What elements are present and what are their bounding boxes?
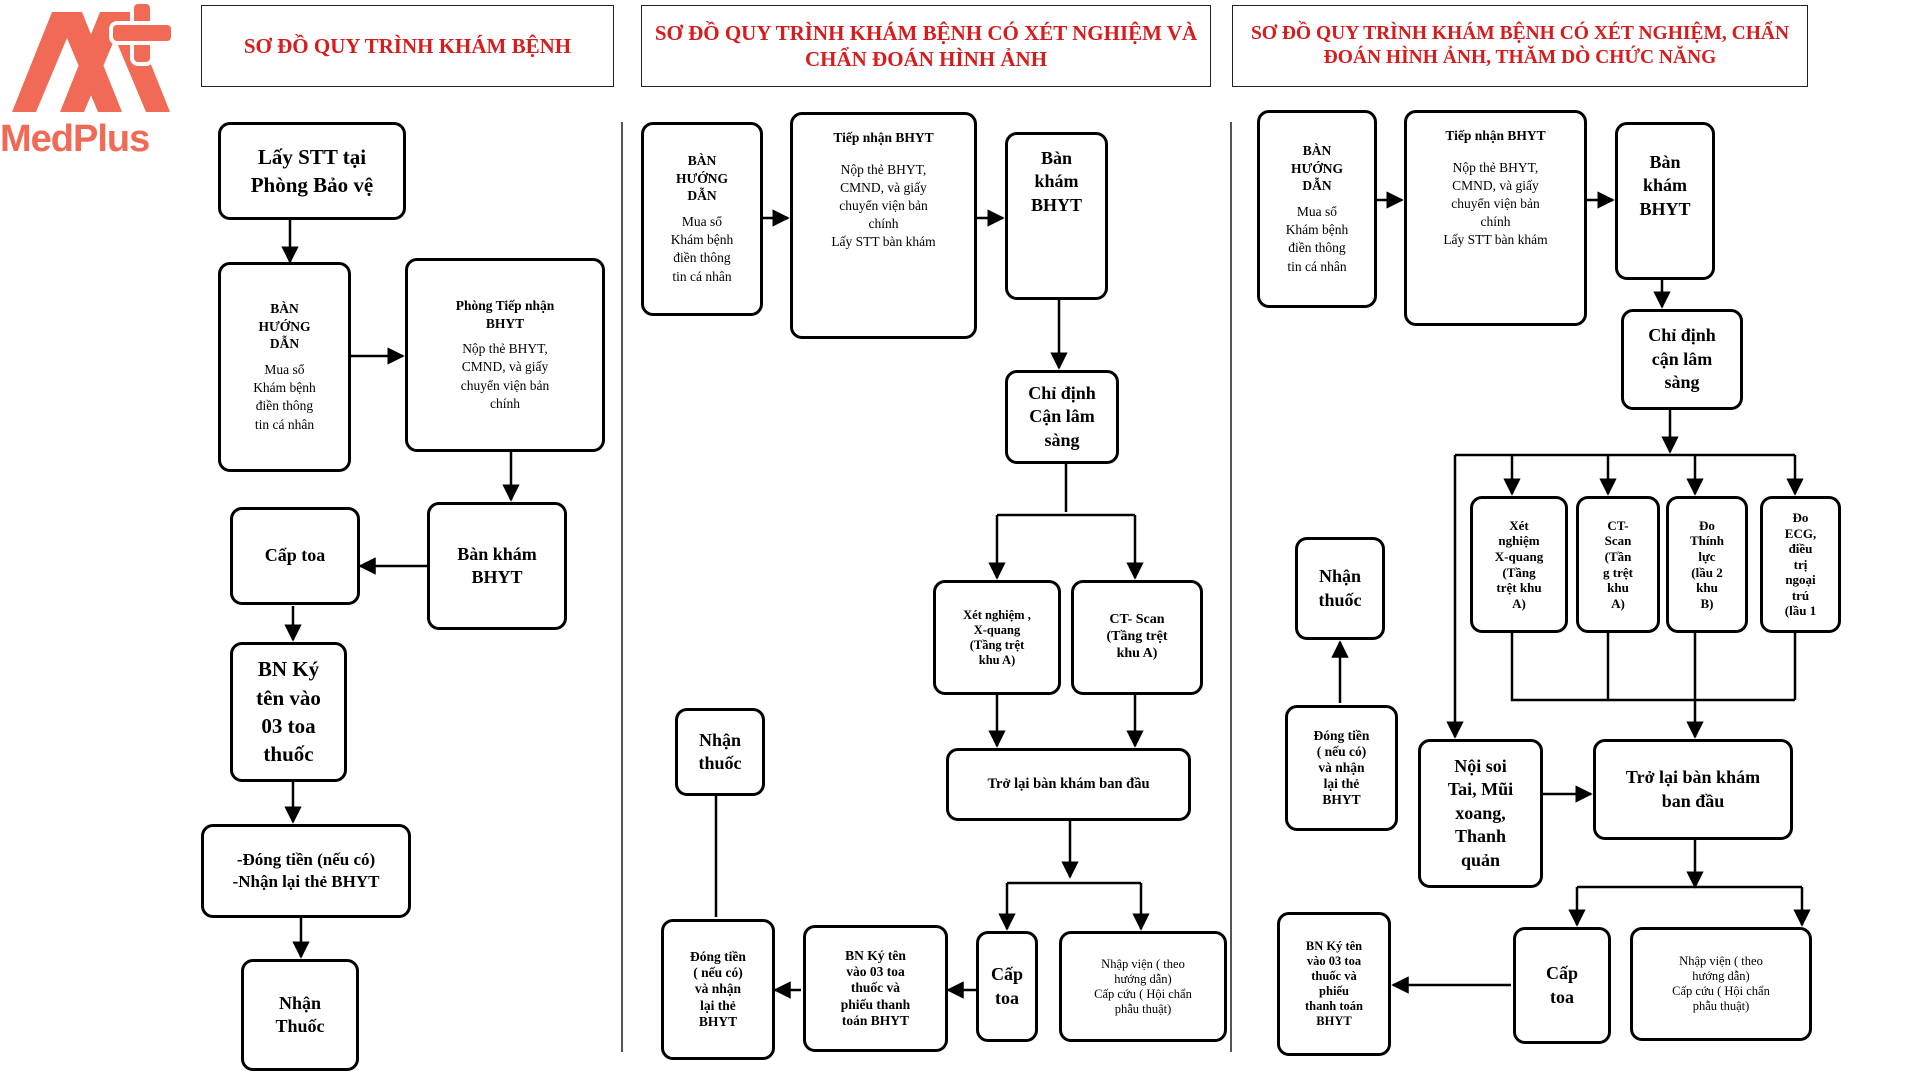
step3-ban-huong-dan-desc: Mua sổ Khám bệnh điền thông tin cá nhân (1285, 203, 1349, 274)
step3-xet-nghiem-xquang: Xét nghiệm X-quang (Tầng trệt khu A) (1470, 496, 1568, 633)
step-lay-stt: Lấy STT tại Phòng Bảo vệ (218, 122, 406, 220)
step3-nhap-vien: Nhập viện ( theo hướng dẫn) Cấp cứu ( Hộ… (1630, 927, 1812, 1041)
step3-chi-dinh-can-lam-sang: Chỉ định cận lâm sàng (1621, 309, 1743, 410)
step3-tiep-nhan-bhyt: Tiếp nhận BHYT Nộp thẻ BHYT, CMND, và gi… (1404, 110, 1587, 326)
step3-dong-tien: Đóng tiền ( nếu có) và nhận lại thẻ BHYT (1285, 705, 1398, 831)
step2-ban-kham-bhyt: Bàn khám BHYT (1005, 132, 1108, 300)
title-column-2: SƠ ĐỒ QUY TRÌNH KHÁM BỆNH CÓ XÉT NGHIỆM … (641, 5, 1211, 87)
step3-ban-kham-bhyt: Bàn khám BHYT (1615, 122, 1715, 280)
step-ban-huong-dan-desc: Mua sổ Khám bệnh điền thông tin cá nhân (253, 361, 316, 432)
step3-cap-toa: Cấp toa (1513, 927, 1611, 1044)
step-dong-tien: -Đóng tiền (nếu có) -Nhận lại thẻ BHYT (201, 824, 411, 918)
step3-noi-soi: Nội soi Tai, Mũi xoang, Thanh quản (1418, 739, 1543, 888)
medplus-logo-icon (12, 0, 175, 112)
logo-plus-horizontal (109, 21, 175, 45)
step3-tiep-nhan-title: Tiếp nhận BHYT (1445, 128, 1546, 143)
step2-tiep-nhan-bhyt: Tiếp nhận BHYT Nộp thẻ BHYT, CMND, và gi… (790, 112, 977, 339)
step3-bn-ky-ten: BN Ký tên vào 03 toa thuốc và phiếu than… (1277, 912, 1391, 1056)
logo-text: MedPlus (0, 118, 150, 160)
step2-chi-dinh-can-lam-sang: Chỉ định Cận lâm sàng (1005, 370, 1119, 464)
step3-tro-lai-ban-kham: Trở lại bàn khám ban đầu (1593, 739, 1793, 840)
step2-ban-huong-dan-desc: Mua sổ Khám bệnh điền thông tin cá nhân (670, 213, 734, 284)
step2-nhan-thuoc: Nhận thuốc (675, 708, 765, 796)
step-nhan-thuoc: Nhận Thuốc (241, 959, 359, 1071)
title-column-1: SƠ ĐỒ QUY TRÌNH KHÁM BỆNH (201, 5, 614, 87)
step-bn-ky-ten: BN Ký tên vào 03 toa thuốc (230, 642, 347, 782)
title-column-3: SƠ ĐỒ QUY TRÌNH KHÁM BỆNH CÓ XÉT NGHIỆM,… (1232, 5, 1808, 87)
step3-tiep-nhan-desc: Nộp thẻ BHYT, CMND, và giấy chuyển viện … (1443, 159, 1548, 248)
step2-cap-toa: Cấp toa (976, 931, 1038, 1042)
step3-nhan-thuoc: Nhận thuốc (1295, 537, 1385, 640)
step-phong-tiep-nhan-bhyt: Phòng Tiếp nhận BHYT Nộp thẻ BHYT, CMND,… (405, 258, 605, 452)
step3-do-ecg: Đo ECG, điều trị ngoại trú (lầu 1 (1760, 496, 1841, 633)
step-ban-huong-dan-title: BÀN HƯỚNG DẪN (258, 301, 311, 352)
logo-a-shape-2 (60, 12, 170, 112)
step-phong-tiep-nhan-title: Phòng Tiếp nhận BHYT (455, 298, 555, 331)
step2-ban-huong-dan-title: BÀN HƯỚNG DẪN (676, 153, 728, 204)
column-divider-1 (621, 122, 623, 1052)
step2-ban-huong-dan: BÀN HƯỚNG DẪN Mua sổ Khám bệnh điền thôn… (641, 122, 763, 316)
step3-ban-huong-dan: BÀN HƯỚNG DẪN Mua sổ Khám bệnh điền thôn… (1257, 110, 1377, 308)
step2-tiep-nhan-title: Tiếp nhận BHYT (833, 130, 934, 145)
step3-ban-huong-dan-title: BÀN HƯỚNG DẪN (1291, 143, 1343, 194)
step2-ct-scan: CT- Scan (Tầng trệt khu A) (1071, 580, 1203, 695)
step2-bn-ky-ten: BN Ký tên vào 03 toa thuốc và phiếu than… (803, 925, 948, 1052)
step-cap-toa: Cấp toa (230, 507, 360, 605)
step2-tro-lai-ban-kham: Trở lại bàn khám ban đầu (946, 748, 1191, 821)
step3-do-thinh-luc: Đo Thính lực (lầu 2 khu B) (1666, 496, 1748, 633)
step-phong-tiep-nhan-desc: Nộp thẻ BHYT, CMND, và giấy chuyển viện … (460, 341, 550, 411)
step-ban-kham-bhyt: Bàn khám BHYT (427, 502, 567, 630)
step2-nhap-vien: Nhập viện ( theo hướng dẫn) Cấp cứu ( Hộ… (1059, 931, 1227, 1042)
step2-tiep-nhan-desc: Nộp thẻ BHYT, CMND, và giấy chuyển viện … (831, 161, 936, 250)
step2-dong-tien: Đóng tiền ( nếu có) và nhận lại thẻ BHYT (661, 919, 775, 1060)
step2-xet-nghiem-xquang: Xét nghiệm , X-quang (Tầng trệt khu A) (933, 580, 1061, 695)
step-ban-huong-dan: BÀN HƯỚNG DẪN Mua sổ Khám bệnh điền thôn… (218, 262, 351, 472)
logo-a-shape (12, 12, 122, 112)
step3-ct-scan: CT- Scan (Tần g trệt khu A) (1576, 496, 1660, 633)
column-divider-2 (1230, 122, 1232, 1052)
